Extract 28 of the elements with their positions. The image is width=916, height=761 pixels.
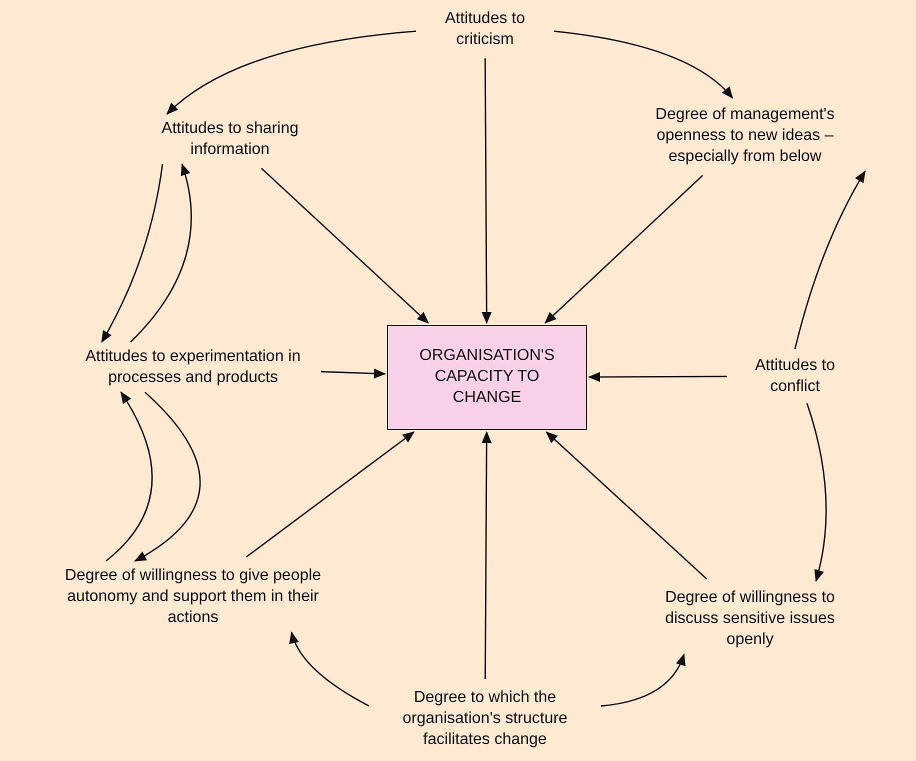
factor-label: Attitudes to experimentation in processes and products	[73, 346, 313, 388]
arrow	[101, 164, 164, 343]
arrow	[546, 431, 708, 580]
arrow	[806, 403, 827, 582]
arrow	[794, 170, 866, 350]
arrow	[166, 30, 416, 115]
factor-label: Degree of management's openness to new ideas – especially from below	[620, 104, 870, 168]
arrow	[588, 372, 727, 382]
arrow	[554, 30, 734, 99]
arrow	[600, 653, 685, 707]
arrow	[260, 168, 429, 324]
box-label: ORGANISATION'S CAPACITY TO CHANGE	[418, 346, 556, 408]
factor-label: Degree of willingness to give people autonomy and support them in their actions	[48, 565, 338, 628]
factor-label: Attitudes to sharing information	[155, 118, 305, 160]
factor-label: Attitudes to conflict	[735, 355, 855, 398]
arrow	[290, 631, 370, 707]
factor-label: Degree to which the organisation's structure facilitates change	[375, 687, 595, 750]
factor-label: Attitudes to criticism	[420, 8, 550, 50]
arrow	[482, 431, 492, 679]
process-box	[387, 325, 587, 430]
factor-label: Degree of willingness to discuss sensitive issues openly	[640, 587, 860, 650]
arrow	[130, 163, 192, 342]
arrow	[482, 58, 492, 324]
arrow	[246, 431, 415, 558]
arrow	[544, 174, 704, 324]
arrow	[320, 368, 386, 378]
arrow	[134, 392, 201, 562]
arrow	[106, 391, 153, 562]
